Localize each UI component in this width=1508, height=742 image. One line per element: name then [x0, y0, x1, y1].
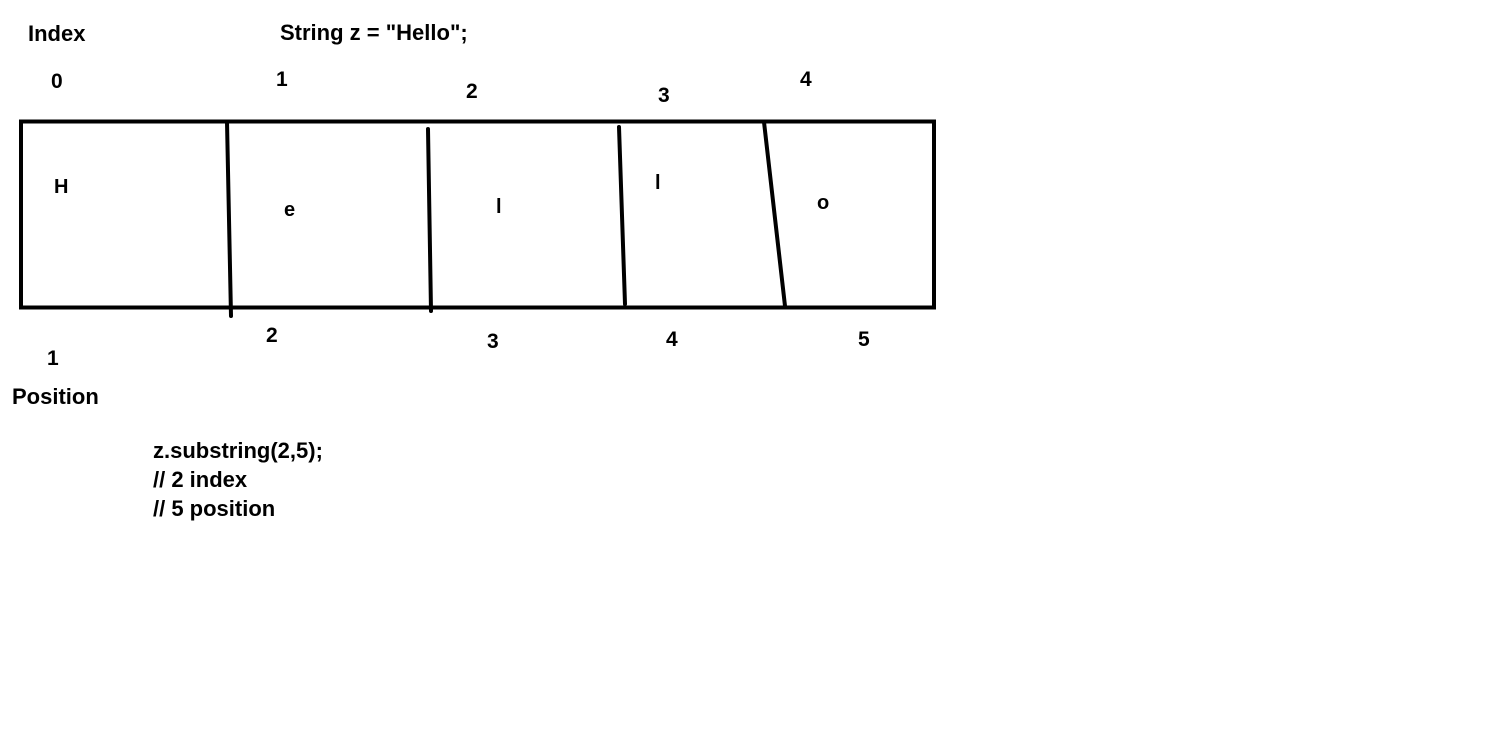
cell-divider-3	[617, 125, 627, 306]
cell-divider-1	[225, 120, 233, 318]
position-4-label: 4	[666, 328, 678, 351]
position-3-label: 3	[487, 330, 499, 353]
index-4-label: 4	[800, 68, 812, 91]
position-1-label: 1	[47, 347, 59, 370]
char-h: H	[54, 176, 69, 198]
string-declaration: String z = "Hello";	[280, 20, 468, 45]
cell-divider-4	[762, 120, 787, 308]
code-line-position-comment: // 5 position	[153, 496, 276, 521]
char-o: o	[817, 192, 830, 214]
index-0-label: 0	[51, 70, 63, 93]
string-box-outline	[19, 119, 936, 310]
index-1-label: 1	[276, 68, 288, 91]
position-heading: Position	[12, 384, 99, 409]
code-line-substring-call: z.substring(2,5);	[153, 438, 323, 463]
position-5-label: 5	[858, 328, 870, 351]
position-2-label: 2	[266, 324, 278, 347]
index-3-label: 3	[658, 84, 670, 107]
index-2-label: 2	[466, 80, 478, 103]
cell-divider-2	[426, 127, 433, 313]
code-snippet: z.substring(2,5); // 2 index // 5 positi…	[153, 436, 323, 523]
char-l-first: l	[496, 196, 502, 218]
char-l-second: l	[655, 172, 661, 194]
code-line-index-comment: // 2 index	[153, 467, 248, 492]
index-heading: Index	[28, 21, 86, 46]
char-e: e	[284, 199, 296, 221]
